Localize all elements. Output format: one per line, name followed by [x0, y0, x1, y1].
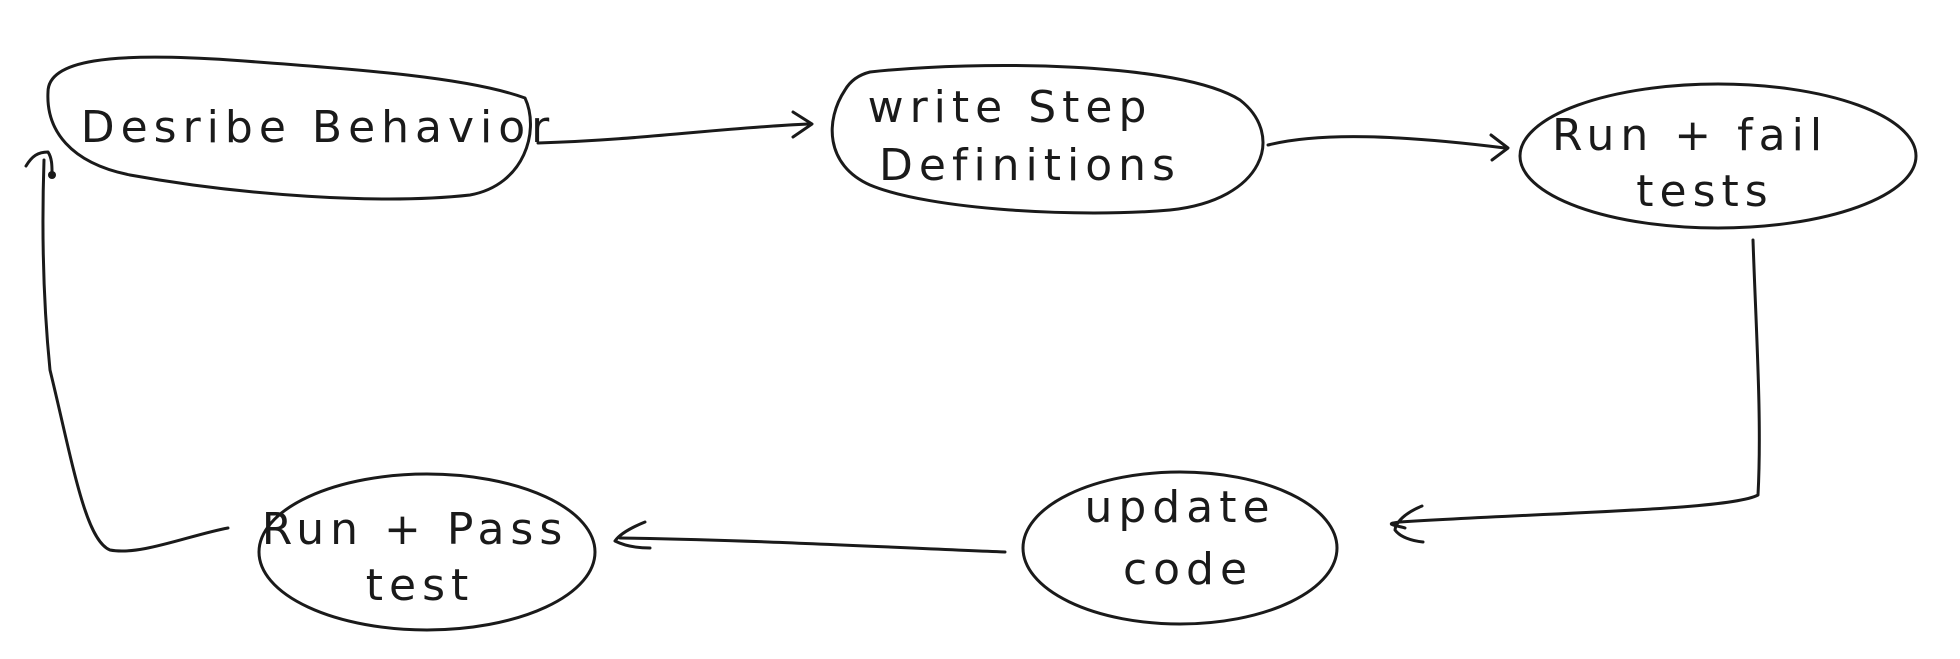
node-label: update code [1084, 482, 1295, 595]
arrow-line [536, 122, 810, 145]
arrow-head-icon [791, 110, 814, 139]
node-label: Run + Pass test [262, 504, 589, 611]
node-outline [830, 63, 1265, 215]
edge-run-fail-to-update [1389, 238, 1761, 544]
arrow-line [618, 536, 1007, 554]
node-outline [1518, 82, 1918, 230]
arrow-line [41, 158, 230, 553]
arrow-line [1389, 238, 1761, 530]
node-label: write Step Definitions [868, 82, 1181, 191]
node-label-line: Definitions [879, 140, 1181, 191]
arrow-head-icon [613, 520, 652, 550]
node-label-line: update [1084, 482, 1275, 533]
node-label-line: code [1123, 544, 1253, 595]
node-label: Desribe Behavior [81, 102, 556, 153]
node-outline [46, 55, 532, 201]
node-run-fail-tests: Run + fail tests [1518, 82, 1918, 230]
node-label: Run + fail tests [1552, 110, 1848, 217]
arrow-line [1266, 135, 1507, 150]
connector-dot-icon [48, 171, 56, 179]
node-label-line: Desribe Behavior [81, 102, 556, 153]
node-run-pass-test: Run + Pass test [257, 472, 597, 632]
node-label-line: Run + Pass [262, 504, 569, 555]
arrow-head-icon [1489, 133, 1510, 162]
node-label-line: write Step [868, 82, 1153, 133]
node-outline [1021, 470, 1339, 626]
edge-write-to-run-fail [1266, 133, 1510, 162]
node-label-line: Run + fail [1552, 110, 1828, 161]
node-write-step-definitions: write Step Definitions [830, 63, 1265, 215]
node-label-line: test [366, 560, 475, 611]
arrow-head-icon [1393, 504, 1425, 544]
arrow-head-icon [24, 150, 54, 174]
node-outline [257, 472, 597, 632]
edge-describe-to-write [536, 110, 814, 145]
node-label-line: tests [1636, 166, 1773, 217]
edge-run-pass-to-describe [24, 150, 230, 553]
node-describe-behavior: Desribe Behavior [46, 55, 556, 201]
node-update-code: update code [1021, 470, 1339, 626]
edge-update-to-run-pass [613, 520, 1007, 554]
